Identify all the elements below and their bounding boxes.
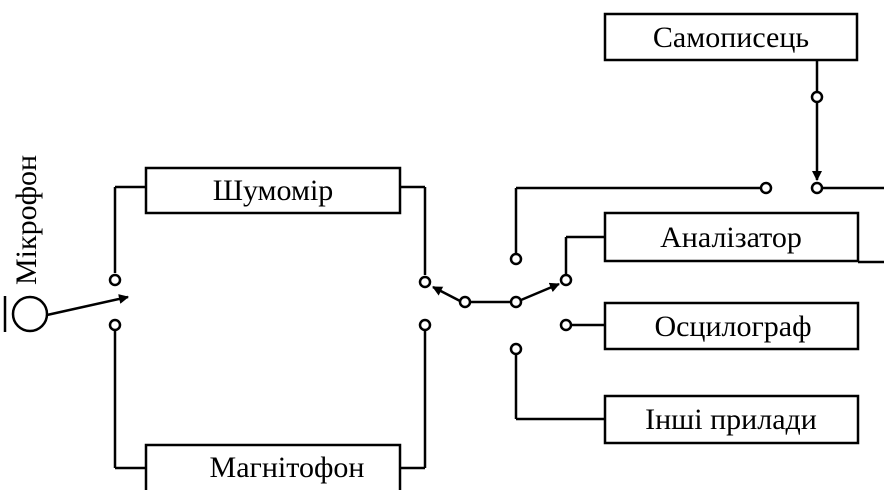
- selector-arrow-left: [432, 285, 463, 304]
- analyzer-block: Аналізатор: [603, 211, 860, 263]
- left-wiring: [108, 185, 146, 470]
- other-devices-label: Інші прилади: [645, 403, 817, 436]
- noise-meter-label: Шумомір: [213, 174, 334, 207]
- output-wiring: [509, 60, 884, 421]
- selector-contact-upper: [418, 275, 432, 289]
- selector-arrow-right: [520, 282, 560, 302]
- analyzer-label: Аналізатор: [660, 221, 802, 254]
- recorder-output-contact: [810, 181, 824, 195]
- other-devices-contact: [509, 342, 523, 356]
- recorder-block: Самописець: [603, 12, 859, 62]
- microphone-symbol: [3, 294, 129, 333]
- tape-recorder-block: Магнітофон: [144, 443, 402, 490]
- noise-meter-block: Шумомір: [144, 166, 402, 215]
- selector-contact-lower: [418, 318, 432, 332]
- oscillograph-block: Осцилограф: [603, 301, 860, 351]
- recorder-label: Самописець: [653, 21, 809, 54]
- tape-recorder-label: Магнітофон: [210, 451, 365, 484]
- selector-pivot: [458, 295, 472, 309]
- middle-wiring: [400, 185, 560, 470]
- input-switch-arrow: [46, 294, 129, 317]
- recorder-contact: [810, 90, 824, 104]
- microphone-label: Мікрофон: [10, 155, 43, 285]
- recorder-switch-contact: [759, 181, 773, 195]
- microphone-icon: [11, 295, 49, 333]
- output-contact-top: [509, 252, 523, 266]
- oscillograph-contact: [559, 318, 573, 332]
- analyzer-contact: [559, 273, 573, 287]
- oscillograph-label: Осцилограф: [654, 310, 811, 343]
- output-selector-pivot: [509, 295, 523, 309]
- switch-contact-lower: [108, 318, 122, 332]
- other-devices-block: Інші прилади: [603, 394, 860, 445]
- switch-contact-upper: [108, 273, 122, 287]
